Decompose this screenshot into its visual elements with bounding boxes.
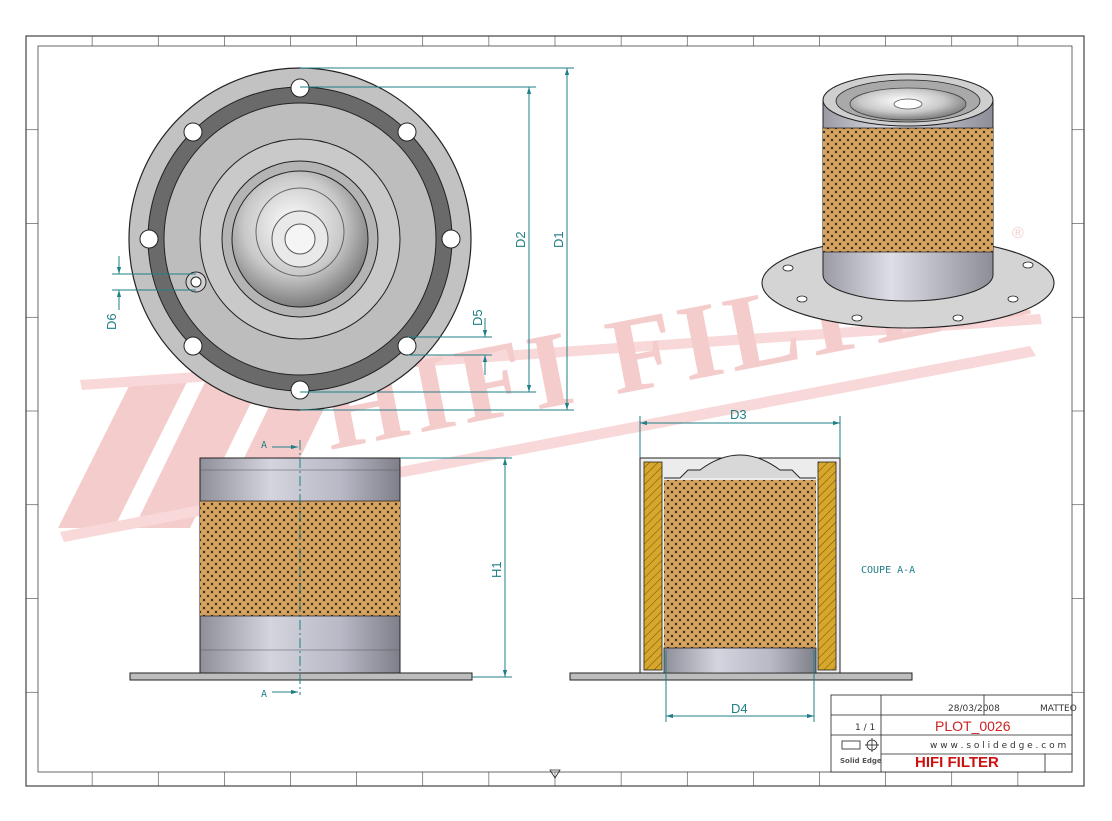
cartridge-wall-right	[817, 461, 837, 671]
dimension-d1	[300, 67, 574, 411]
front-view	[129, 440, 473, 695]
top-view	[128, 67, 472, 411]
title-block	[830, 694, 1073, 773]
cartridge-wall-left	[643, 461, 663, 671]
title-name: HIFI FILTER	[915, 754, 999, 771]
dimension-d4	[665, 650, 815, 722]
svg-text:®: ®	[1012, 225, 1024, 242]
dimension-h1	[400, 457, 512, 678]
solid-edge-logo-icon	[841, 738, 879, 752]
h1-label: H1	[489, 561, 504, 578]
d5-label: D5	[470, 309, 485, 326]
section-arrows	[272, 444, 298, 695]
d1-label: D1	[551, 231, 566, 248]
title-scale: 1 / 1	[855, 723, 875, 733]
bolt-holes	[139, 78, 461, 400]
title-author: MATTEO	[1040, 704, 1077, 714]
isometric-view	[761, 73, 1055, 329]
dimension-d5	[408, 318, 492, 375]
center-mark-icon	[549, 769, 561, 779]
section-marker-bottom: A	[261, 689, 267, 700]
section-view	[569, 454, 913, 681]
d3-label: D3	[730, 407, 747, 422]
d2-label: D2	[513, 231, 528, 248]
d4-label: D4	[731, 701, 748, 716]
d6-label: D6	[104, 313, 119, 330]
section-marker-top: A	[261, 440, 267, 451]
dimension-d3	[639, 416, 841, 458]
section-label: COUPE A-A	[861, 565, 915, 576]
dimension-d6	[112, 256, 196, 310]
zone-grid	[26, 36, 1084, 786]
dimension-d2	[300, 86, 536, 393]
title-software: Solid Edge	[840, 757, 882, 765]
title-date: 28/03/2008	[948, 704, 1000, 714]
title-website: w w w . s o l i d e d g e . c o m	[930, 741, 1066, 751]
title-plot: PLOT_0026	[935, 718, 1011, 734]
